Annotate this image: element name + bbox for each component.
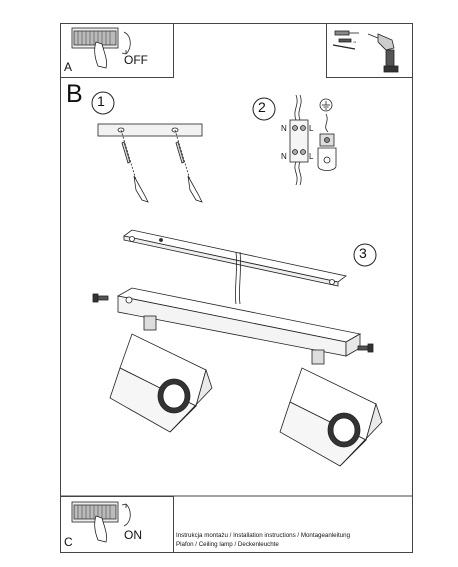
ceiling-lamp-fixture: [109, 229, 383, 467]
terminal-n-bottom: N: [281, 152, 287, 161]
switch-hand-icon: [71, 27, 131, 69]
panel-c-letter: C: [64, 535, 73, 549]
terminal-n-top: N: [281, 124, 287, 133]
off-label: OFF: [124, 53, 148, 67]
step-1-marker: [91, 91, 115, 115]
panel-a: [60, 23, 174, 78]
anchor-plug-screw-icon: [120, 129, 203, 203]
wire-connector-icon: [289, 94, 309, 186]
step-2-label: 2: [258, 99, 266, 115]
terminal-l-top: L: [309, 124, 314, 133]
step-3-marker: [353, 243, 377, 267]
anchor-plug-screw-icon: x2: [332, 30, 359, 50]
screw-icon: [357, 343, 374, 353]
panel-b-letter: B: [66, 80, 83, 108]
power-drill-icon: [367, 33, 399, 73]
svg-text:x2: x2: [353, 40, 357, 44]
step-3-label: 3: [359, 245, 367, 261]
on-label: ON: [124, 528, 142, 542]
switch-hand-icon: [71, 501, 131, 543]
caption-line-2: Plafon / Ceiling lamp / Deckenleuchte: [176, 541, 279, 548]
page-frame: [60, 23, 413, 553]
mounting-plate: [97, 123, 203, 137]
ground-terminal-icon: [317, 133, 337, 171]
terminal-l-bottom: L: [309, 152, 314, 161]
ground-symbol-icon: [319, 98, 333, 133]
step-1-label: 1: [97, 93, 105, 109]
tools-panel: [326, 23, 413, 78]
panel-a-letter: A: [64, 60, 73, 74]
screw-icon: [92, 293, 109, 303]
step-2-marker: [252, 97, 276, 121]
caption-line-1: Instrukcja montażu / Installation instru…: [176, 532, 351, 539]
